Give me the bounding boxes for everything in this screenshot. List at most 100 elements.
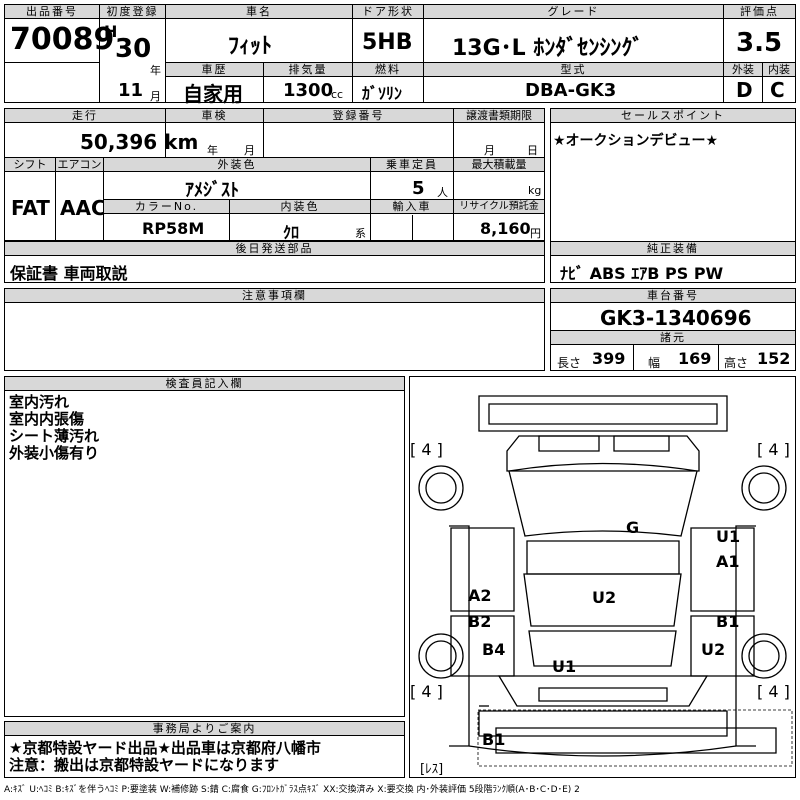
height: 152 — [757, 349, 791, 368]
dims-label: 諸元 — [551, 331, 795, 345]
tire-tread-front-right: [ 4 ] — [757, 440, 790, 459]
mark-left-rear-upper: A2 — [468, 586, 492, 605]
lot-number: 70089 — [10, 22, 115, 57]
notes-block — [4, 288, 545, 371]
recycle: 8,160 — [480, 219, 531, 238]
era: H — [104, 22, 118, 41]
sales-point-label: セールスポイント — [551, 109, 795, 123]
mark-left-rear-lower: B2 — [468, 612, 492, 631]
office-block — [4, 721, 405, 778]
grade-label: グレード — [424, 5, 723, 19]
later-parts-label: 後日発送部品 — [5, 242, 544, 256]
header-block — [4, 4, 796, 103]
notes-label: 注意事項欄 — [5, 289, 544, 303]
height-label: 高さ — [724, 356, 749, 370]
width: 169 — [678, 349, 712, 368]
capacity-unit: 人 — [437, 186, 448, 199]
color: ｱﾒｼﾞｽﾄ — [185, 180, 239, 201]
row2-block — [4, 108, 545, 241]
first-reg-label: 初度登録 — [100, 5, 165, 19]
model: DBA-GK3 — [525, 80, 617, 101]
sales-point-block — [550, 108, 796, 283]
month-unit: 月 — [150, 90, 161, 103]
mark-left-rear-fender: B4 — [482, 640, 506, 659]
mark-right-front-lower: A1 — [716, 552, 740, 571]
chassis-number: GK3-1340696 — [600, 306, 752, 330]
spare-label: [ﾚｽ] — [420, 762, 444, 777]
mark-roof: U2 — [592, 588, 617, 607]
score-label: 評価点 — [724, 5, 795, 19]
equipment-value: ﾅﾋﾞ ABS ｴｱB PS PW — [560, 264, 724, 283]
color-label: 外装色 — [104, 158, 370, 172]
car-outline — [418, 395, 787, 757]
int-color: ｸﾛ — [283, 223, 300, 242]
inspector-notes: 室内汚れ 室内内張傷 シート薄汚れ 外装小傷有り — [9, 393, 100, 462]
reg-year: 30 — [115, 34, 152, 64]
doors: 5HB — [362, 30, 413, 55]
later-parts-value: 保証書 車両取説 — [10, 264, 128, 283]
mark-right-rear: B1 — [716, 612, 740, 631]
length: 399 — [592, 349, 626, 368]
model-label: 型式 — [424, 63, 723, 77]
ac-label: エアコン — [56, 158, 103, 172]
chassis-block — [550, 288, 796, 371]
mark-rear-hatch: U1 — [552, 657, 577, 676]
chassis-label: 車台番号 — [551, 289, 795, 303]
office-label: 事務局よりご案内 — [5, 722, 404, 736]
inspection-label: 車検 — [166, 109, 263, 123]
legend: A:ｷｽﾞ U:ﾍｺﾐ B:ｷｽﾞを伴うﾍｺﾐ P:要塗装 W:補修跡 S:錆 … — [4, 785, 580, 795]
tire-tread-rear-right: [ 4 ] — [757, 682, 790, 701]
capacity-label: 乗車定員 — [371, 158, 453, 172]
mark-rear-bumper: B1 — [482, 730, 506, 749]
ext-label: 外装 — [724, 63, 762, 77]
transfer-day-unit: 日 — [527, 144, 538, 157]
spare-wheel — [477, 709, 793, 767]
recycle-unit: 円 — [530, 227, 541, 240]
mark-windshield: G — [626, 518, 640, 537]
insp-month-unit: 月 — [244, 144, 255, 157]
doors-label: ドア形状 — [353, 5, 423, 19]
int-score: C — [770, 78, 785, 102]
displacement-label: 排気量 — [264, 63, 352, 77]
insp-year-unit: 年 — [207, 144, 218, 157]
transfer-month-unit: 月 — [484, 144, 495, 157]
year-unit: 年 — [150, 64, 161, 77]
int-label: 内装 — [763, 63, 795, 77]
reg-number-label: 登録番号 — [264, 109, 453, 123]
load-unit: kg — [528, 184, 542, 197]
transfer-deadline-label: 譲渡書類期限 — [454, 109, 544, 123]
color-no: RP58M — [142, 219, 205, 238]
name-label: 車名 — [166, 5, 352, 19]
grade: 13G･L ﾎﾝﾀﾞｾﾝｼﾝｸﾞ — [452, 36, 644, 61]
mileage-label: 走行 — [5, 109, 165, 123]
equipment-label: 純正装備 — [551, 242, 795, 256]
import-label: 輸入車 — [371, 200, 453, 214]
inspector-label: 検査員記入欄 — [5, 377, 404, 391]
fuel-label: 燃料 — [353, 63, 423, 77]
ext-score: D — [736, 78, 753, 102]
shift: FAT — [11, 196, 50, 220]
fuel: ｶﾞｿﾘﾝ — [362, 84, 403, 103]
later-parts-block — [4, 241, 545, 283]
tire-tread-front-left: [ 4 ] — [410, 440, 443, 459]
damage-diagram — [409, 376, 796, 778]
mark-right-rear-fender: U2 — [701, 640, 726, 659]
history-label: 車歴 — [166, 63, 263, 77]
color-no-label: カラーNo. — [104, 200, 229, 214]
score: 3.5 — [736, 28, 783, 58]
sales-point-value: ★オークションデビュー★ — [553, 133, 719, 149]
int-color-label: 内装色 — [230, 200, 370, 214]
int-color-unit: 系 — [355, 227, 366, 240]
recycle-label: リサイクル預託金 — [454, 200, 544, 214]
displacement-unit: cc — [331, 88, 344, 101]
car-name: ﾌｨｯﾄ — [228, 34, 273, 59]
capacity: 5 — [412, 178, 425, 199]
inspector-block — [4, 376, 405, 717]
width-label: 幅 — [648, 356, 661, 370]
shift-label: シフト — [5, 158, 55, 172]
load-label: 最大積載量 — [454, 158, 544, 172]
reg-month: 11 — [118, 80, 144, 101]
tire-tread-rear-left: [ 4 ] — [410, 682, 443, 701]
displacement: 1300 — [283, 80, 334, 101]
office-notes: ★京都特設ヤード出品★出品車は京都府八幡市 注意：搬出は京都特設ヤードになります — [9, 739, 321, 774]
